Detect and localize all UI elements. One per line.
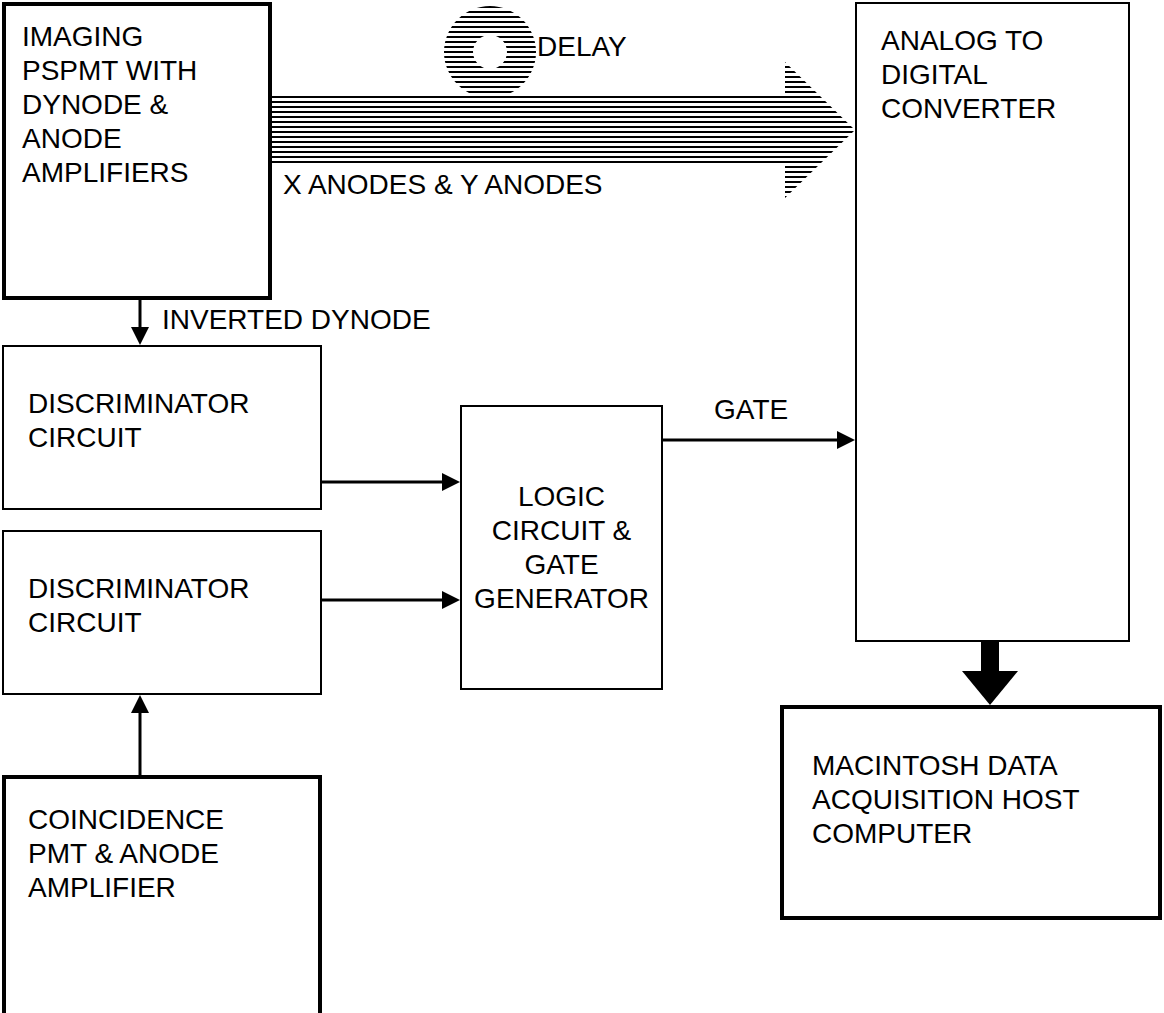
delay-label: DELAY [535, 30, 629, 64]
data-bus-shaft [981, 642, 999, 673]
signal-name: GATE [712, 393, 790, 427]
signal-line [139, 709, 142, 775]
arrow-head [442, 591, 460, 609]
arrow-head [442, 473, 460, 491]
process-box: ANALOG TO DIGITAL CONVERTER [855, 2, 1130, 642]
box-label: IMAGING PSPMT WITH DYNODE & ANODE AMPLIF… [22, 20, 207, 190]
arrow-head [962, 671, 1018, 705]
signal-line [322, 599, 446, 602]
connector [322, 591, 460, 609]
process-box: IMAGING PSPMT WITH DYNODE & ANODE AMPLIF… [2, 2, 272, 300]
box-label: DISCRIMINATOR CIRCUIT [28, 572, 249, 640]
signal-line [322, 481, 446, 484]
signal-name: INVERTED DYNODE [160, 303, 433, 337]
connector [131, 695, 149, 775]
box-label: LOGIC CIRCUIT & GATE GENERATOR [474, 480, 649, 616]
signal-line [663, 439, 841, 442]
connector [962, 642, 1018, 705]
connector [131, 300, 149, 345]
process-box: LOGIC CIRCUIT & GATE GENERATOR [460, 405, 663, 690]
arrow-head [131, 695, 149, 713]
box-label: COINCIDENCE PMT & ANODE AMPLIFIER [28, 803, 288, 905]
arrow-head [131, 327, 149, 345]
connector [322, 473, 460, 491]
process-box: DISCRIMINATOR CIRCUIT [2, 345, 322, 510]
delay-coil-ring [444, 6, 536, 98]
signal-name: X ANODES & Y ANODES [281, 168, 605, 202]
box-label: ANALOG TO DIGITAL CONVERTER [881, 24, 1101, 126]
process-box: MACINTOSH DATA ACQUISITION HOST COMPUTER [780, 705, 1162, 920]
arrow-head [837, 431, 855, 449]
box-label: DISCRIMINATOR CIRCUIT [28, 387, 249, 455]
connector [663, 431, 855, 449]
box-label: MACINTOSH DATA ACQUISITION HOST COMPUTER [812, 749, 1112, 851]
process-box: COINCIDENCE PMT & ANODE AMPLIFIER [2, 775, 322, 1013]
signal-line [139, 300, 142, 331]
process-box: DISCRIMINATOR CIRCUIT [2, 530, 322, 695]
